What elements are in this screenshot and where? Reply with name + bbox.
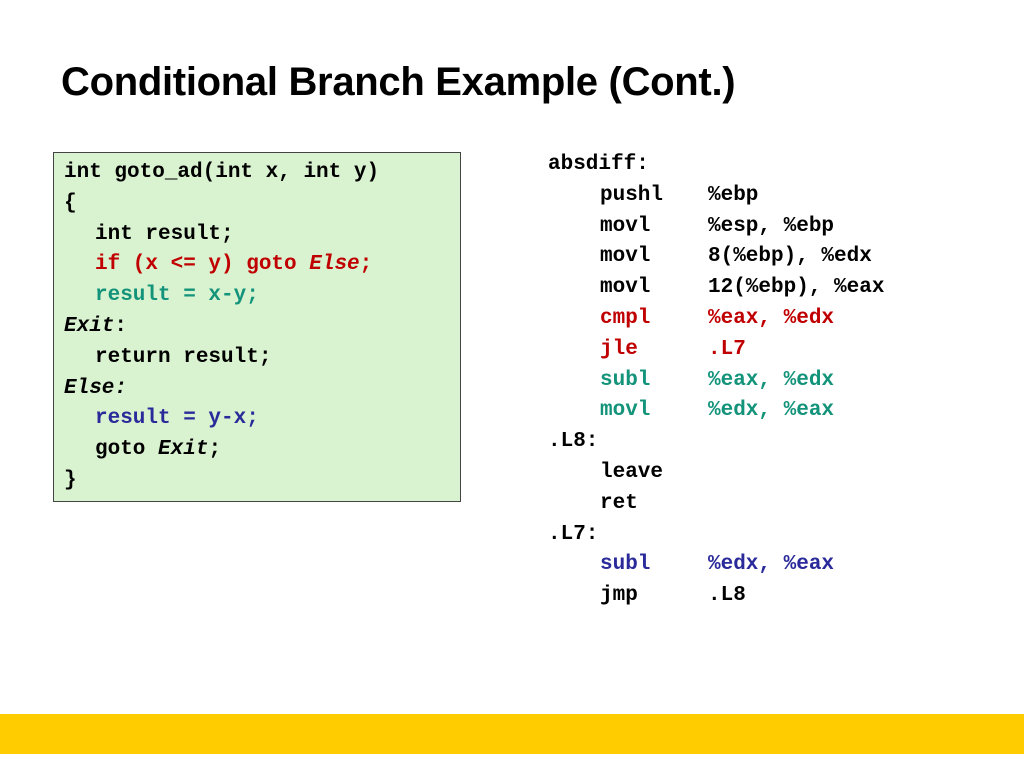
- c-line-open-brace: {: [64, 189, 379, 220]
- c-text: {: [64, 191, 77, 215]
- c-line-decl: int result;: [64, 220, 379, 251]
- asm-label-l8: .L8:: [548, 427, 649, 458]
- c-text: :: [114, 314, 128, 338]
- c-text: result = y-x;: [95, 407, 259, 431]
- asm-line-jmp: jmp .L8: [548, 581, 746, 612]
- assembly-listing: absdiff: pushl %ebp movl %esp, %ebp movl 8(…: [548, 150, 884, 612]
- c-text: ;: [208, 438, 222, 462]
- asm-operands: 8(%ebp), %edx: [708, 245, 872, 269]
- asm-line-movl-result: movl %edx, %eax: [548, 396, 834, 427]
- asm-label-absdiff: absdiff:: [548, 150, 649, 181]
- c-text: ;: [359, 253, 373, 277]
- c-code-listing: int goto_ad(int x, int y) { int result; …: [64, 158, 379, 497]
- asm-line-subl-then: subl %eax, %edx: [548, 366, 834, 397]
- asm-label: .L7:: [548, 522, 599, 546]
- c-line-if-goto: if (x <= y) goto Else;: [64, 250, 379, 281]
- asm-operands: %edx, %eax: [708, 553, 835, 577]
- asm-operands: .L7: [708, 337, 746, 361]
- c-label: Else:: [64, 376, 128, 400]
- asm-operands: %eax, %edx: [708, 368, 835, 392]
- c-code-box: int goto_ad(int x, int y) { int result; …: [53, 152, 461, 502]
- asm-line-subl-else: subl %edx, %eax: [548, 550, 834, 581]
- asm-line-movl-esp: movl %esp, %ebp: [548, 212, 834, 243]
- asm-label: absdiff:: [548, 153, 649, 176]
- asm-line-pushl: pushl %ebp: [548, 181, 758, 212]
- c-label: Exit: [64, 314, 115, 338]
- asm-mnemonic: cmpl: [600, 306, 651, 330]
- asm-operands: %esp, %ebp: [708, 214, 835, 238]
- asm-line-movl-edx: movl 8(%ebp), %edx: [548, 242, 872, 273]
- footer-accent-bar: [0, 714, 1024, 754]
- c-line-result-xy: result = x-y;: [64, 281, 379, 312]
- asm-mnemonic: movl: [600, 399, 651, 423]
- asm-operands: %ebp: [708, 183, 759, 207]
- c-text: if (x <= y) goto: [95, 253, 310, 277]
- c-label-ref: Else: [309, 253, 360, 277]
- c-line-goto-exit: goto Exit;: [64, 435, 379, 466]
- c-line-exit-label: Exit:: [64, 312, 379, 343]
- c-text: }: [64, 468, 77, 492]
- asm-mnemonic: jmp: [600, 584, 638, 608]
- c-text: int goto_ad(int x, int y): [64, 161, 380, 184]
- asm-mnemonic: leave: [600, 460, 664, 484]
- asm-mnemonic: subl: [600, 553, 651, 577]
- c-line-close-brace: }: [64, 466, 379, 497]
- c-line-result-yx: result = y-x;: [64, 404, 379, 435]
- asm-label: .L8:: [548, 430, 599, 454]
- slide-title: Conditional Branch Example (Cont.): [61, 60, 736, 104]
- asm-mnemonic: movl: [600, 214, 651, 238]
- asm-operands: %edx, %eax: [708, 399, 835, 423]
- c-label-ref: Exit: [158, 438, 209, 462]
- c-text: return result;: [95, 345, 272, 369]
- asm-mnemonic: subl: [600, 368, 651, 392]
- asm-label-l7: .L7:: [548, 520, 649, 551]
- asm-line-cmpl: cmpl %eax, %edx: [548, 304, 834, 335]
- asm-mnemonic: ret: [600, 491, 638, 515]
- asm-operands: 12(%ebp), %eax: [708, 276, 885, 300]
- c-line-return: return result;: [64, 343, 379, 374]
- asm-line-jle: jle .L7: [548, 335, 746, 366]
- asm-operands: .L8: [708, 584, 746, 608]
- asm-mnemonic: pushl: [600, 183, 664, 207]
- c-text: int result;: [95, 222, 234, 246]
- c-text: goto: [95, 438, 159, 462]
- asm-mnemonic: movl: [600, 245, 651, 269]
- asm-mnemonic: movl: [600, 276, 651, 300]
- asm-line-leave: leave: [548, 458, 663, 489]
- c-text: result = x-y;: [95, 284, 259, 308]
- c-line-else-label: Else:: [64, 374, 379, 405]
- asm-line-movl-eax: movl 12(%ebp), %eax: [548, 273, 884, 304]
- asm-operands: %eax, %edx: [708, 306, 835, 330]
- asm-line-ret: ret: [548, 489, 649, 520]
- asm-mnemonic: jle: [600, 337, 638, 361]
- c-line-signature: int goto_ad(int x, int y): [64, 158, 379, 189]
